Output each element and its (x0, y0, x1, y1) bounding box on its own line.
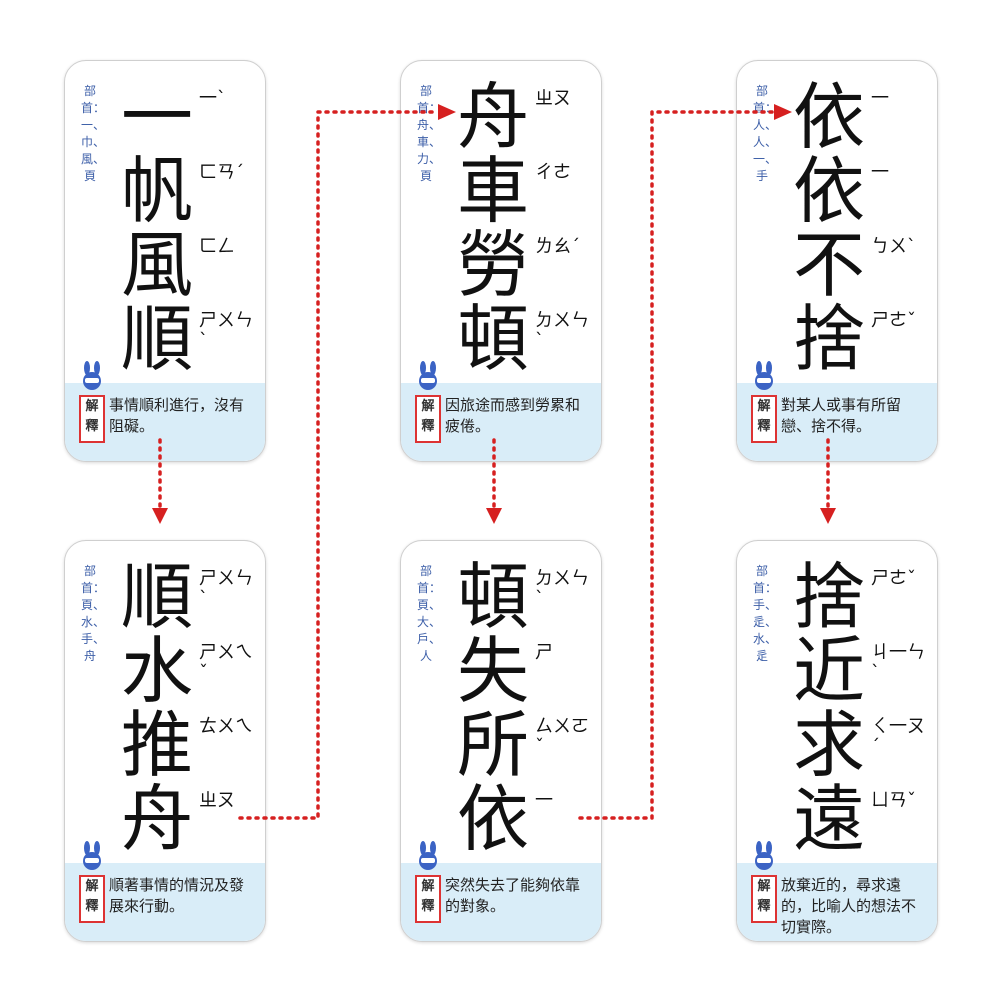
zhuyin: ㄈㄢˊ (199, 162, 244, 183)
explanation-text: 突然失去了能夠依靠的對象。 (445, 876, 581, 915)
idiom-char: 一 (120, 75, 193, 159)
idiom-char: 舟 (456, 75, 529, 159)
radical-info: 部首：頁、水、手、舟 (81, 564, 106, 663)
rabbit-mascot-icon (755, 841, 773, 870)
rabbit-mascot-icon (755, 361, 773, 390)
idiom-char: 求 (792, 703, 865, 787)
explain-badge: 解釋 (415, 875, 441, 923)
zhuyin: ㄌㄠˊ (535, 236, 580, 257)
idiom-char: 依 (456, 777, 529, 861)
arrow-down-icon (486, 508, 502, 524)
zhuyin: ㄅㄨˋ (871, 236, 916, 257)
zhuyin: ㄊㄨㄟ (199, 716, 253, 737)
explanation-box: 解釋 放棄近的，尋求遠的，比喻人的想法不切實際。 (737, 841, 937, 941)
idiom-char: 水 (120, 629, 193, 713)
idiom-card-1: 部首：一、巾、風、頁 一 帆 風 順 一ˋ ㄈㄢˊ ㄈㄥ ㄕㄨㄣˋ 解釋 事情順… (64, 60, 266, 462)
idiom-char: 依 (792, 149, 865, 233)
radical-info: 部首：舟、車、力、頁 (417, 84, 442, 183)
explanation-box: 解釋 對某人或事有所留戀、捨不得。 (737, 361, 937, 461)
zhuyin: ㄕㄨㄣˋ (199, 310, 253, 351)
explain-badge: 解釋 (751, 395, 777, 443)
rabbit-mascot-icon (419, 841, 437, 870)
idiom-char: 順 (120, 297, 193, 381)
rabbit-mascot-icon (419, 361, 437, 390)
idiom-char: 勞 (456, 223, 529, 307)
zhuyin: ㄕㄜˇ (871, 310, 916, 331)
idiom-char: 舟 (120, 777, 193, 861)
idiom-char: 捨 (792, 297, 865, 381)
explain-badge: 解釋 (751, 875, 777, 923)
zhuyin: ㄕㄜˇ (871, 568, 916, 589)
explanation-box: 解釋 事情順利進行，沒有阻礙。 (65, 361, 265, 461)
radical-info: 部首：人、人、一、手 (753, 84, 778, 183)
idiom-char: 風 (120, 223, 193, 307)
explain-badge: 解釋 (415, 395, 441, 443)
arrow-down-icon (820, 508, 836, 524)
idiom-card-2: 部首：舟、車、力、頁 舟 車 勞 頓 ㄓㄡ ㄔㄜ ㄌㄠˊ ㄉㄨㄣˋ 解釋 因旅途… (400, 60, 602, 462)
zhuyin: ㄩㄢˇ (871, 790, 916, 811)
zhuyin: ㄓㄡ (199, 790, 235, 811)
zhuyin: ㄕ (535, 642, 553, 663)
zhuyin: ㄕㄨㄟˇ (199, 642, 253, 683)
zhuyin: 一 (535, 790, 553, 811)
zhuyin: ㄓㄡ (535, 88, 571, 109)
idiom-char: 依 (792, 75, 865, 159)
rabbit-mascot-icon (83, 841, 101, 870)
rabbit-mascot-icon (83, 361, 101, 390)
explain-badge: 解釋 (79, 395, 105, 443)
explanation-box: 解釋 因旅途而感到勞累和疲倦。 (401, 361, 601, 461)
idiom-card-4: 部首：頁、水、手、舟 順 水 推 舟 ㄕㄨㄣˋ ㄕㄨㄟˇ ㄊㄨㄟ ㄓㄡ 解釋 順… (64, 540, 266, 942)
zhuyin: ㄙㄨㄛˇ (535, 716, 589, 757)
zhuyin: ㄐ一ㄣˋ (871, 642, 925, 683)
idiom-card-5: 部首：頁、大、戶、人 頓 失 所 依 ㄉㄨㄣˋ ㄕ ㄙㄨㄛˇ 一 解釋 突然失去… (400, 540, 602, 942)
idiom-char: 近 (792, 629, 865, 713)
zhuyin: ㄉㄨㄣˋ (535, 568, 589, 609)
radical-info: 部首：一、巾、風、頁 (81, 84, 106, 183)
idiom-card-3: 部首：人、人、一、手 依 依 不 捨 一 一 ㄅㄨˋ ㄕㄜˇ 解釋 對某人或事有… (736, 60, 938, 462)
idiom-char: 車 (456, 149, 529, 233)
explanation-box: 解釋 突然失去了能夠依靠的對象。 (401, 841, 601, 941)
explanation-text: 對某人或事有所留戀、捨不得。 (781, 396, 902, 435)
idiom-char: 帆 (120, 149, 193, 233)
zhuyin: ㄔㄜ (535, 162, 571, 183)
idiom-char: 順 (120, 555, 193, 639)
idiom-char: 捨 (792, 555, 865, 639)
idiom-char: 頓 (456, 297, 529, 381)
idiom-char: 遠 (792, 777, 865, 861)
idiom-char: 頓 (456, 555, 529, 639)
idiom-char: 失 (456, 629, 529, 713)
idiom-char: 推 (120, 703, 193, 787)
zhuyin: ㄈㄥ (199, 236, 235, 257)
zhuyin: ㄕㄨㄣˋ (199, 568, 253, 609)
explain-badge: 解釋 (79, 875, 105, 923)
explanation-box: 解釋 順著事情的情況及發展來行動。 (65, 841, 265, 941)
zhuyin: ㄉㄨㄣˋ (535, 310, 589, 351)
radical-info: 部首：頁、大、戶、人 (417, 564, 442, 663)
idiom-char: 所 (456, 703, 529, 787)
zhuyin: 一 (871, 162, 889, 183)
idiom-char: 不 (792, 223, 865, 307)
explanation-text: 放棄近的，尋求遠的，比喻人的想法不切實際。 (781, 876, 917, 936)
arrow-down-icon (152, 508, 168, 524)
zhuyin: 一 (871, 88, 889, 109)
radical-info: 部首：手、辵、水、辵 (753, 564, 778, 663)
idiom-card-6: 部首：手、辵、水、辵 捨 近 求 遠 ㄕㄜˇ ㄐ一ㄣˋ ㄑ一ㄡˊ ㄩㄢˇ 解釋 … (736, 540, 938, 942)
explanation-text: 順著事情的情況及發展來行動。 (109, 876, 245, 915)
zhuyin: ㄑ一ㄡˊ (871, 716, 925, 757)
explanation-text: 因旅途而感到勞累和疲倦。 (445, 396, 581, 435)
zhuyin: 一ˋ (199, 88, 226, 109)
explanation-text: 事情順利進行，沒有阻礙。 (109, 396, 245, 435)
